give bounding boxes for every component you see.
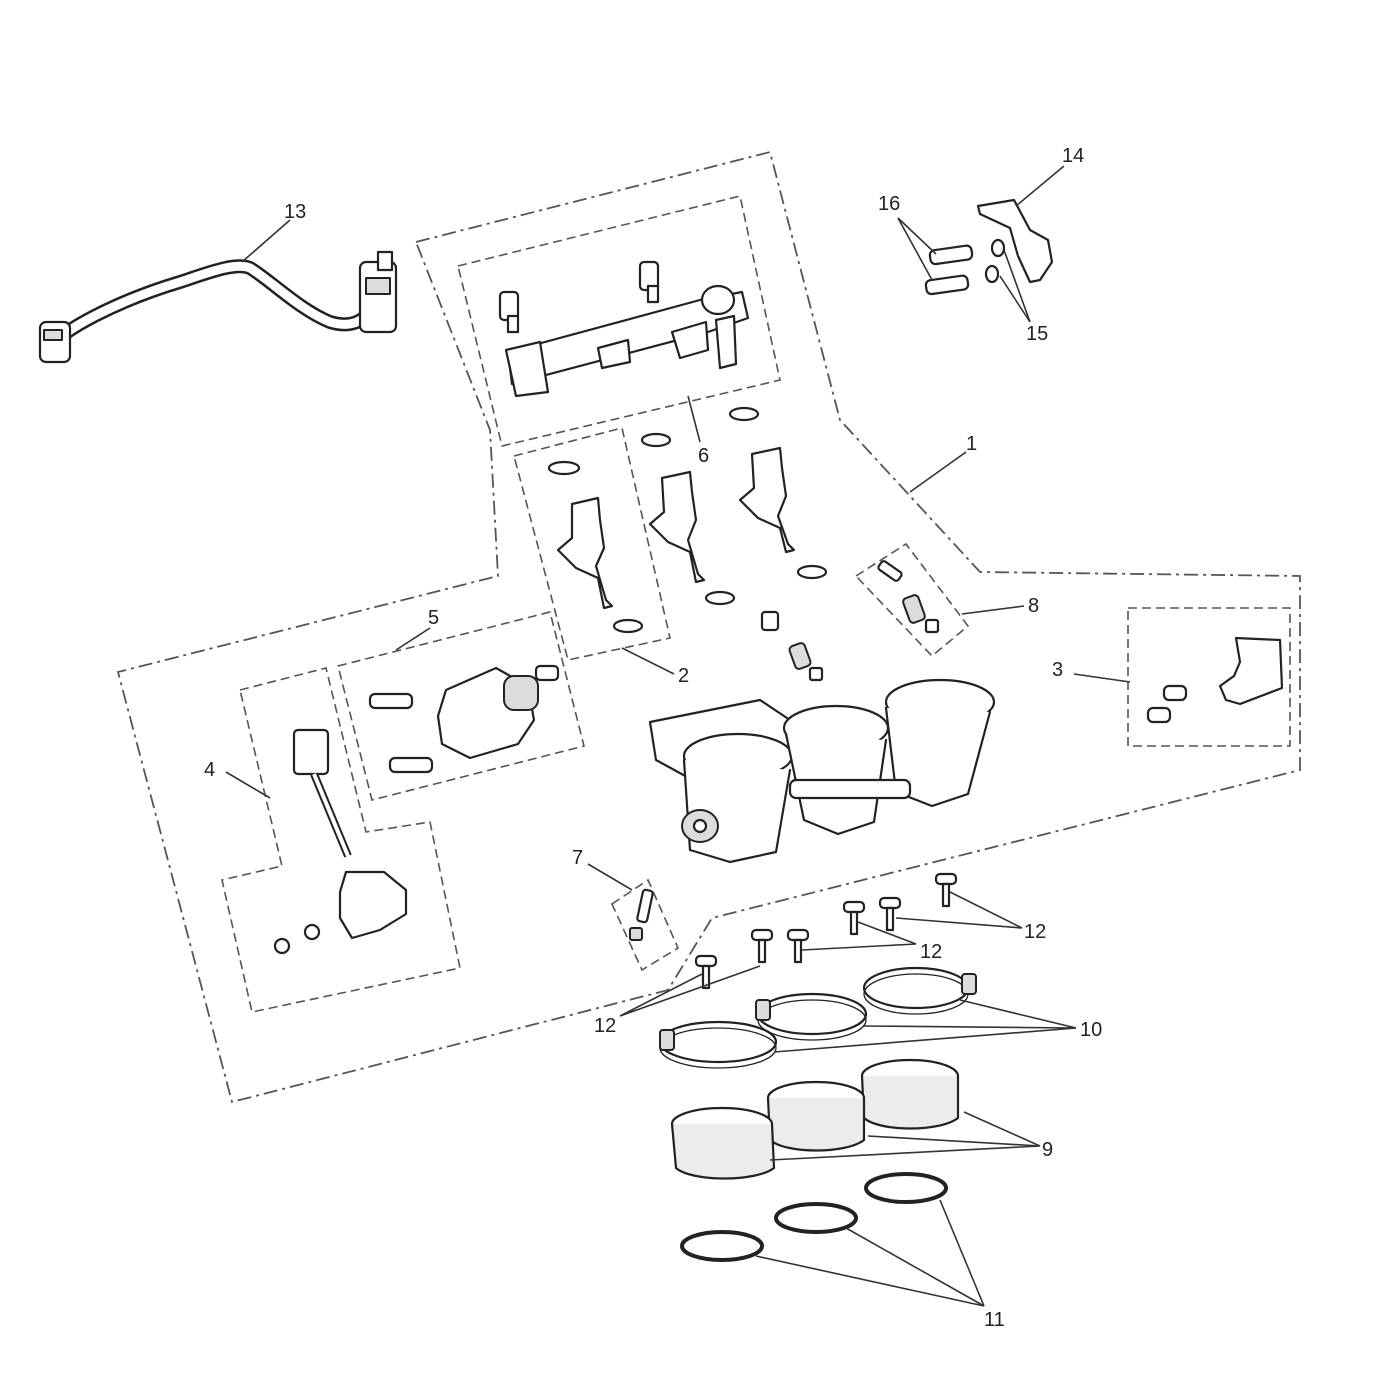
callout-8: 8	[1028, 595, 1039, 617]
tps-group-outline	[221, 667, 461, 1013]
bracket-and-fasteners-part	[924, 198, 1054, 296]
fuel-rail-group-outline	[457, 195, 781, 447]
callout-9: 9	[1042, 1139, 1053, 1161]
intake-adaptors-part	[670, 1058, 960, 1180]
callout-12-middle: 12	[920, 941, 942, 963]
bracket-kit-3-outline	[1127, 607, 1291, 747]
callout-6: 6	[698, 445, 709, 467]
screw-kit-7-outline	[610, 878, 680, 972]
callout-1: 1	[966, 433, 977, 455]
callout-14: 14	[1062, 145, 1084, 167]
callout-4: 4	[204, 759, 215, 781]
idle-screw-part	[629, 888, 654, 941]
screw-kit-8-outline	[854, 542, 970, 658]
callout-16: 16	[878, 193, 900, 215]
leader-lines	[225, 165, 1131, 1307]
callout-12-right: 12	[1024, 921, 1046, 943]
callout-11: 11	[984, 1309, 1005, 1331]
adjuster-screw-kit-part	[760, 560, 940, 682]
map-sensor-group-outline	[337, 611, 585, 801]
callout-5: 5	[428, 607, 439, 629]
callout-2: 2	[678, 665, 689, 687]
throttle-body-part	[648, 678, 996, 864]
callout-3: 3	[1052, 659, 1063, 681]
throttle-position-sensor-part	[273, 728, 408, 955]
fuel-rail-part	[498, 260, 750, 398]
callout-15: 15	[1026, 323, 1048, 345]
fuel-hose-part	[38, 250, 398, 364]
bolts-part	[694, 872, 958, 990]
injector-group-outline	[513, 427, 671, 661]
cable-bracket-kit-part	[1146, 636, 1284, 724]
callout-12-left: 12	[594, 1015, 616, 1037]
hose-clamps-part	[658, 966, 977, 1069]
o-rings-part	[680, 1172, 948, 1262]
throttle-body-assembly-outline	[116, 150, 1301, 1104]
fuel-injectors-part	[547, 406, 828, 634]
callout-labels: 1 2 3 4 5 6 7 8 9 10 11 12 12 12 13 14 1…	[204, 145, 1102, 1331]
callout-7: 7	[572, 847, 583, 869]
callout-13: 13	[284, 201, 306, 223]
map-sensor-part	[368, 664, 560, 774]
callout-10: 10	[1080, 1019, 1102, 1041]
